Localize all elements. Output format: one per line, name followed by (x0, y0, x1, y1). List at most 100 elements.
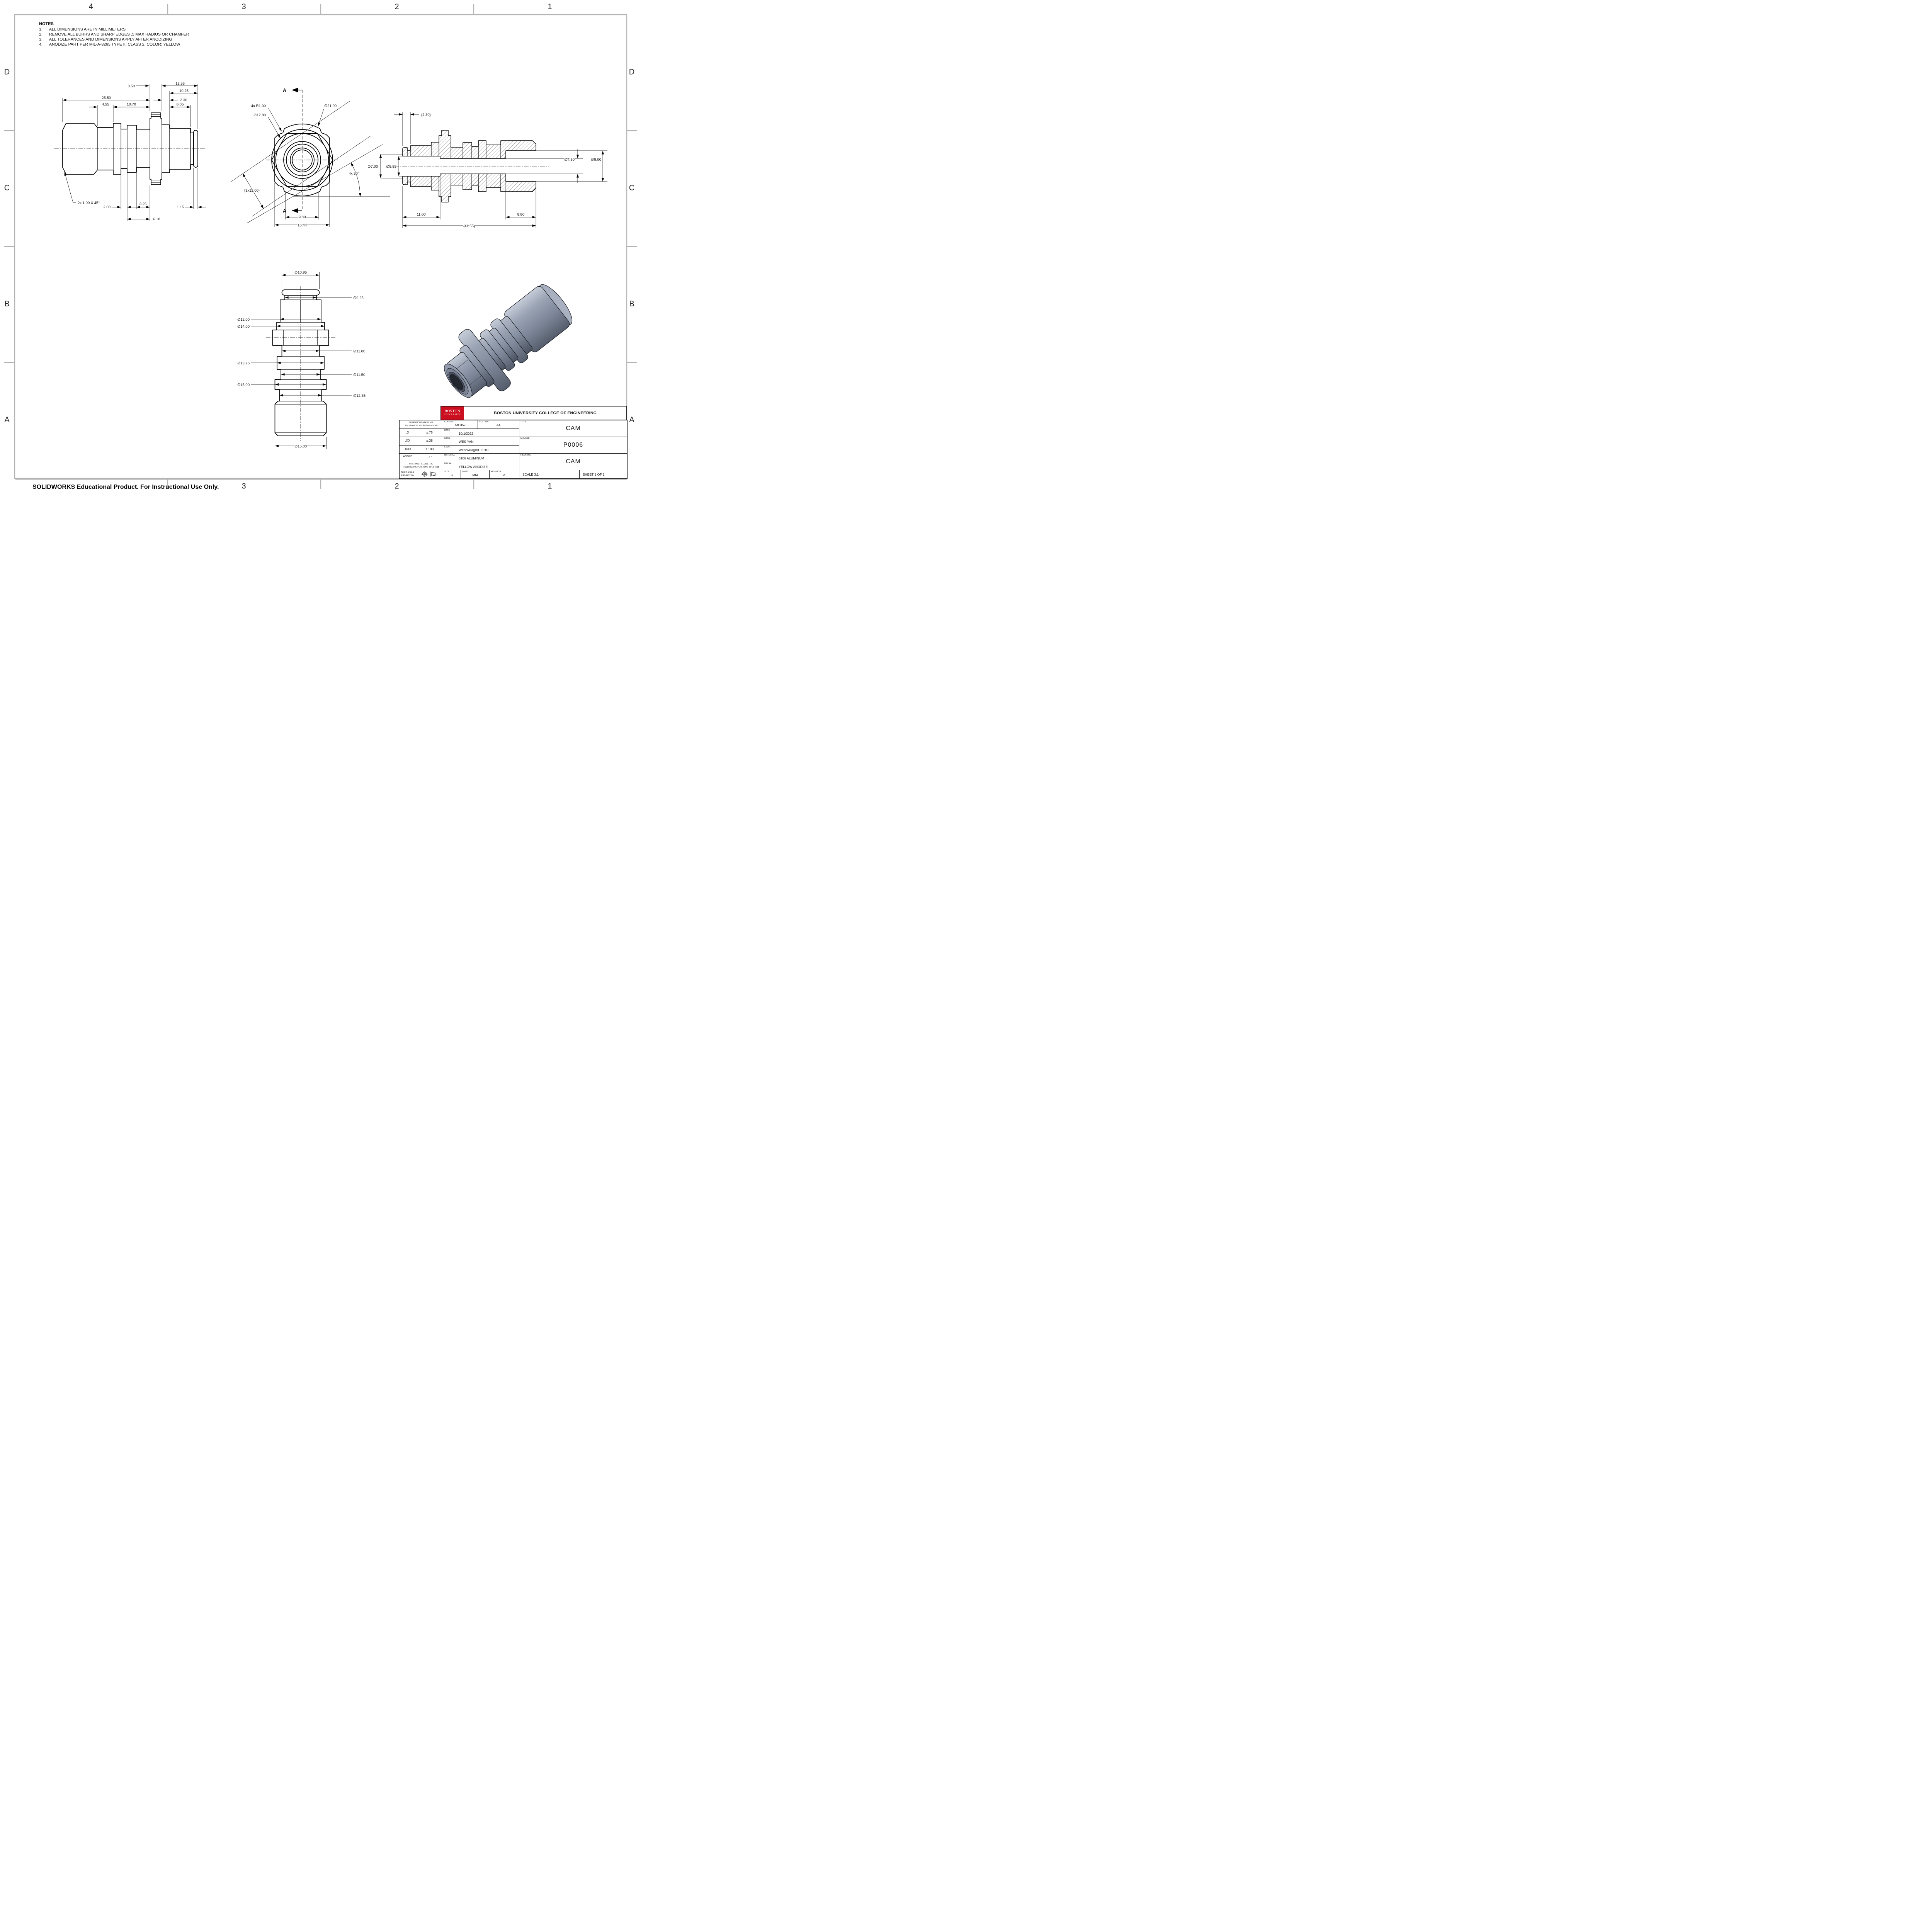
solidworks-watermark: SOLIDWORKS Educational Product. For Inst… (32, 484, 219, 490)
zone-label-bottom: 1 (548, 482, 552, 491)
notes-title: NOTES (39, 22, 54, 26)
zone-label-top: 4 (88, 2, 93, 11)
zone-label-right: D (629, 68, 635, 77)
dim-label: 6.10 (153, 217, 160, 221)
dim-label: ∅12.00 (237, 318, 250, 322)
dim-label: 1.15 (177, 205, 184, 209)
dim-label: ∅21.00 (324, 104, 337, 108)
dim-label: ∅5.85 (386, 165, 396, 169)
front-view: A A 4x R1.00 ∅17.80 ∅21.00 {3x12.00} 4x … (231, 87, 390, 228)
section-letter: A (283, 208, 286, 214)
dim-label: 2.00 (104, 205, 111, 209)
dim-label: 10.70 (127, 102, 136, 107)
sheet-border (4, 4, 637, 489)
dim-label: 2.30 (180, 98, 187, 102)
dim-label: ∅11.00 (353, 349, 365, 354)
zone-label-bottom: 3 (242, 482, 246, 491)
dim-label: 8.80 (517, 213, 525, 217)
note-item: 4.ANODIZE PART PER MIL-A-8265 TYPE II. C… (39, 42, 180, 47)
zone-label-bottom: 2 (395, 482, 399, 491)
dim-label: 4x 30° (349, 172, 359, 176)
dim-label: 16.44 (298, 223, 307, 228)
third-angle-symbol-cell (416, 470, 443, 478)
chamfer-callout: 2x 1.00 X 45° (78, 201, 100, 205)
dim-label: 11.00 (417, 213, 425, 217)
dim-label: ∅17.80 (253, 113, 266, 117)
angle-label-cell: ANGLE (400, 454, 416, 462)
dim-label: 25.50 (102, 96, 111, 100)
dim-label: 3.25 (139, 202, 147, 206)
tol-xx-label-cell: .XX (400, 437, 416, 446)
sheet-cell: SHEET 1 OF 1 (580, 470, 627, 478)
zone-label-right: B (629, 299, 634, 308)
side-view: 3.50 12.55 10.25 25.50 2.30 4.55 10.70 6… (54, 81, 206, 222)
notes-block: NOTES 1.ALL DIMENSIONS ARE IN MILLIMETER… (39, 22, 189, 47)
zone-label-top: 1 (548, 2, 552, 11)
dim-label: 4x R1.00 (251, 104, 266, 108)
dim-label: {3x12.00} (244, 189, 260, 193)
title-block: BOSTON UNIVERSITY BOSTON UNIVERSITY COLL… (399, 406, 628, 479)
bottom-view: ∅10.95 ∅9.25 ∅11.00 ∅11.50 ∅12.35 ∅12.00… (237, 270, 366, 449)
zone-label-right: A (629, 415, 634, 424)
dim-label: ∅9.00 (591, 158, 601, 162)
title-block-header: BOSTON UNIVERSITY BOSTON UNIVERSITY COLL… (440, 406, 627, 420)
dim-label: 9.80 (299, 215, 306, 219)
section-view: {2.30} ∅7.00 ∅5.85 ∅4.50 ∅9.00 11.00 8.8… (367, 112, 607, 229)
scale-cell: SCALE 3:1 (519, 470, 580, 478)
zone-label-top: 2 (395, 2, 399, 11)
dim-label: 12.55 (175, 82, 185, 86)
dim-label: ∅14.00 (237, 325, 250, 329)
section-letter: A (283, 88, 286, 93)
dim-label: 6.05 (177, 102, 184, 107)
tol-x-label-cell: .X (400, 429, 416, 437)
zone-label-left: D (4, 68, 10, 77)
zone-label-top: 3 (242, 2, 246, 11)
dim-label: ∅15.00 (237, 383, 250, 387)
zone-label-right: C (629, 184, 635, 192)
zone-label-left: B (4, 299, 10, 308)
angle-value-cell: ±1° (416, 454, 443, 462)
engineering-drawing-sheet: 3.50 12.55 10.25 25.50 2.30 4.55 10.70 6… (0, 0, 638, 493)
dim-label: ∅15.00 (294, 444, 307, 449)
tol-xx-value-cell: ±.38 (416, 437, 443, 446)
note-item: 1.ALL DIMENSIONS ARE IN MILLIMETERS (39, 27, 126, 32)
tol-xxx-value-cell: ±.100 (416, 446, 443, 454)
note-item: 3.ALL TOLERANCES AND DIMENSIONS APPLY AF… (39, 37, 172, 42)
dim-label: ∅11.50 (353, 373, 365, 377)
dim-label: ∅10.95 (294, 270, 307, 275)
dim-label: {2.30} (421, 113, 431, 117)
dim-label: 10.25 (179, 89, 189, 93)
boston-university-logo: BOSTON UNIVERSITY (441, 406, 464, 420)
dim-label: 3.50 (128, 84, 135, 88)
dim-label: ∅12.35 (353, 394, 366, 398)
tol-x-value-cell: ±.75 (416, 429, 443, 437)
third-angle-projection-icon (421, 471, 437, 477)
note-item: 2.REMOVE ALL BURRS AND SHARP EDGES .5 MA… (39, 32, 189, 37)
dim-label: ∅13.75 (237, 361, 250, 366)
dim-label: ∅7.00 (367, 165, 378, 169)
drawing-canvas: 3.50 12.55 10.25 25.50 2.30 4.55 10.70 6… (4, 4, 637, 489)
zone-label-left: C (4, 184, 10, 192)
dim-label: ∅9.25 (353, 296, 364, 300)
organization-name: BOSTON UNIVERSITY COLLEGE OF ENGINEERING (493, 411, 597, 415)
tol-xxx-label-cell: .XXX (400, 446, 416, 454)
zone-label-left: A (4, 415, 10, 424)
dim-label: {41.55} (463, 224, 475, 228)
dim-label: 4.55 (102, 102, 109, 107)
